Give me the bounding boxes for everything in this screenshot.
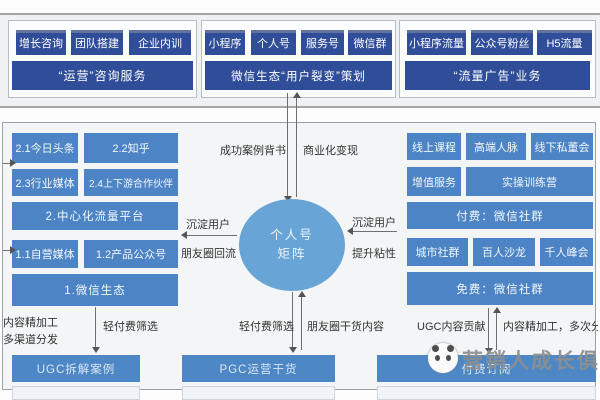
- mid-divider-line: [0, 106, 600, 108]
- node-user-fission-planning: 微信生态“用户裂变”策划: [205, 61, 392, 90]
- node-free-wechat-community: 免费：微信社群: [407, 272, 593, 305]
- node-personal-account: 个人号: [251, 30, 296, 55]
- node-mini-program: 小程序: [205, 30, 245, 55]
- node-personal-account-matrix: 个人号 矩阵: [239, 199, 345, 291]
- connector-line: [488, 308, 489, 350]
- connector-line: [3, 250, 11, 251]
- label-success-case-endorsement: 成功案例背书: [220, 145, 286, 157]
- node-operation-consulting-service: “运营”咨询服务: [12, 61, 193, 90]
- node-hundred-salon: 百人沙龙: [473, 238, 535, 266]
- connector-line: [95, 307, 96, 349]
- label-ugc-contribution: UGC内容贡献: [417, 321, 486, 333]
- partial-box: [12, 386, 140, 400]
- connector-line: [292, 292, 293, 350]
- node-toutiao: 2.1今日头条: [12, 133, 78, 163]
- node-h5-traffic: H5流量: [537, 30, 592, 55]
- node-online-courses: 线上课程: [407, 133, 461, 160]
- node-practical-training-camp: 实操训练营: [466, 167, 593, 196]
- label-light-paid-filter-left: 轻付费筛选: [103, 321, 158, 333]
- partial-box: [182, 386, 335, 400]
- panda-logo-icon: [428, 343, 458, 373]
- arrow-up-icon: [298, 291, 306, 297]
- arrow-right-icon: [10, 159, 16, 167]
- arrow-right-icon: [10, 246, 16, 254]
- node-centralized-traffic-platform: 2.中心化流量平台: [12, 202, 178, 230]
- connector-line: [301, 295, 302, 350]
- node-miniprogram-traffic: 小程序流量: [407, 30, 466, 55]
- node-ugc-case-breakdown: UGC拆解案例: [12, 355, 140, 382]
- arrow-up-icon: [293, 92, 301, 98]
- node-city-community: 城市社群: [407, 238, 468, 266]
- node-paid-wechat-community: 付费：微信社群: [407, 202, 593, 229]
- connector-line: [296, 98, 297, 197]
- label-commercialization: 商业化变现: [303, 145, 358, 157]
- node-official-account-fans: 公众号粉丝: [471, 30, 533, 55]
- label-content-refining: 内容精加工: [3, 317, 58, 329]
- connector-line: [3, 163, 11, 164]
- circle-text-line1: 个人号: [270, 228, 314, 243]
- node-growth-consulting: 增长咨询: [16, 30, 66, 55]
- arrow-down-icon: [485, 348, 493, 354]
- top-divider-line: [0, 13, 600, 15]
- node-self-media: 1.1自营媒体: [12, 240, 78, 268]
- node-traffic-ads-business: “流量广告”业务: [405, 61, 590, 90]
- connector-line: [351, 231, 397, 232]
- node-industry-media: 2.3行业媒体: [12, 169, 78, 196]
- connector-line: [287, 93, 288, 197]
- connector-line: [496, 311, 497, 350]
- node-product-official-account: 1.2产品公众号: [84, 240, 178, 268]
- node-paid-subscription: 付费订阅: [377, 355, 596, 382]
- arrow-left-icon: [181, 231, 187, 239]
- partial-box: [377, 386, 596, 400]
- node-upstream-partners: 2.4上下游合作伙伴: [84, 169, 178, 196]
- arrow-down-icon: [289, 347, 297, 353]
- node-pgc-operation-content: PGC运营干货: [182, 355, 335, 382]
- label-improve-stickiness: 提升粘性: [352, 248, 396, 260]
- node-team-building: 团队搭建: [71, 30, 123, 55]
- node-highend-network: 高端人脉: [466, 133, 526, 160]
- node-offline-mastermind: 线下私董会: [531, 133, 593, 160]
- node-service-account: 服务号: [301, 30, 344, 55]
- node-zhihu: 2.2知乎: [84, 133, 178, 163]
- circle-text-line2: 矩阵: [277, 247, 307, 261]
- node-corporate-training: 企业内训: [129, 30, 191, 55]
- node-value-added-service: 增值服务: [407, 167, 461, 196]
- watermark-text: 营销人成长俱乐部: [462, 350, 600, 373]
- label-moments-reflow: 朋友圈回流: [181, 248, 236, 260]
- label-settle-users-right: 沉淀用户: [352, 217, 396, 229]
- node-wechat-ecology: 1.微信生态: [12, 274, 178, 306]
- label-content-refining-redistribution: 内容精加工，多次分发: [503, 321, 598, 333]
- node-thousand-summit: 千人峰会: [540, 238, 593, 266]
- label-settle-users-left: 沉淀用户: [186, 219, 230, 231]
- node-wechat-group: 微信群: [348, 30, 392, 55]
- arrow-down-icon: [92, 347, 100, 353]
- label-moments-quality-content: 朋友圈干货内容: [307, 321, 384, 333]
- label-light-paid-filter-center: 轻付费筛选: [239, 321, 294, 333]
- label-multichannel-distribution: 多渠道分发: [3, 334, 58, 346]
- connector-line: [185, 235, 237, 236]
- arrow-up-icon: [493, 307, 501, 313]
- arrow-left-icon: [347, 227, 353, 235]
